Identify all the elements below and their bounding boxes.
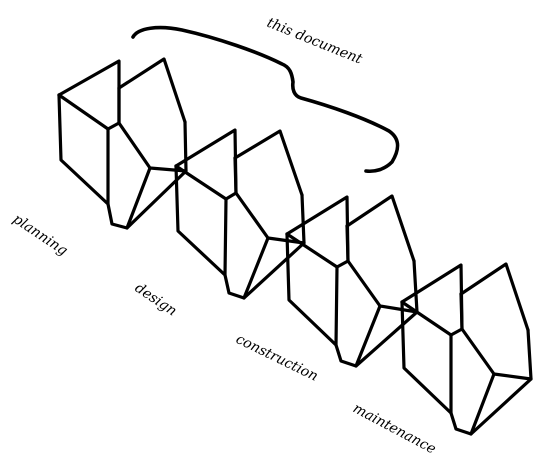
design-box [176, 130, 304, 298]
phase-label-maintenance: maintenance [350, 400, 438, 457]
phase-label-planning: planning [10, 211, 71, 259]
phase-label-design: design [132, 280, 180, 319]
maintenance-box [402, 264, 531, 434]
this-document-brace [133, 28, 398, 172]
construction-box [287, 196, 417, 366]
phase-label-construction: construction [233, 331, 320, 384]
this-document-label: this document [265, 15, 365, 68]
planning-box [59, 59, 186, 228]
